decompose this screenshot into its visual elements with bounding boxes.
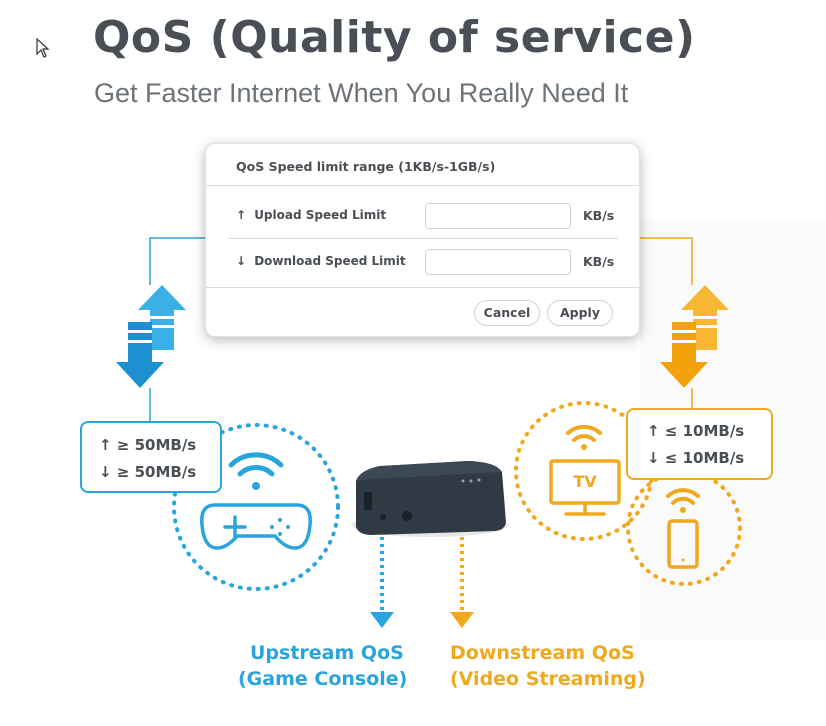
panel-divider [206,185,639,186]
tv-label: TV [573,472,597,491]
gamepad-icon [200,503,312,550]
cancel-button[interactable]: Cancel [474,300,540,326]
download-speed-label-text: Download Speed Limit [254,254,406,268]
download-speed-label: ↓ Download Speed Limit [236,254,406,268]
tv-icon [549,459,621,516]
blue-updown-arrows-icon [116,285,186,388]
upload-speed-label: ↑ Upload Speed Limit [236,208,386,222]
wifi-icon-blue [228,452,284,490]
game-console-circle [172,423,340,591]
upstream-caption-line1: Upstream QoS [250,642,404,664]
downstream-down-speed: ↓ ≤ 10MB/s [647,449,745,467]
wifi-icon-orange-phone [666,488,700,513]
upload-unit: KB/s [583,208,615,223]
upstream-speed-box: ↑ ≥ 50MB/s ↓ ≥ 50MB/s [80,421,222,493]
orange-updown-arrows-icon [660,285,729,388]
downstream-caption: Downstream QoS (Video Streaming) [450,640,646,692]
downstream-up-speed: ↑ ≤ 10MB/s [647,422,745,440]
page-title: QoS (Quality of service) [93,12,696,63]
mouse-cursor-icon [36,38,50,58]
upstream-up-speed: ↑ ≥ 50MB/s [99,436,197,454]
panel-footer-divider [206,287,639,288]
router-device [352,461,508,537]
orange-connector-top [638,237,693,285]
wifi-icon-orange-tv [566,424,602,450]
blue-connector-top [149,237,205,285]
upload-speed-input[interactable] [425,203,571,229]
row-divider [228,238,618,239]
apply-button[interactable]: Apply [547,300,613,326]
panel-title: QoS Speed limit range (1KB/s-1GB/s) [236,159,496,174]
upstream-down-speed: ↓ ≥ 50MB/s [99,463,197,481]
download-speed-input[interactable] [425,249,571,275]
downstream-speed-box: ↑ ≤ 10MB/s ↓ ≤ 10MB/s [626,408,773,480]
upstream-caption-line2: (Game Console) [238,668,408,690]
page-subtitle: Get Faster Internet When You Really Need… [94,78,629,108]
download-unit: KB/s [583,254,615,269]
upstream-caption: Upstream QoS (Game Console) [238,640,407,692]
up-arrow-icon: ↑ [236,208,247,222]
downstream-caption-line1: Downstream QoS [450,642,635,664]
downstream-caption-line2: (Video Streaming) [450,668,646,690]
down-arrow-icon: ↓ [236,254,247,268]
upload-speed-label-text: Upload Speed Limit [254,208,387,222]
qos-settings-panel: QoS Speed limit range (1KB/s-1GB/s) ↑ Up… [205,143,640,337]
phone-icon [667,519,699,569]
